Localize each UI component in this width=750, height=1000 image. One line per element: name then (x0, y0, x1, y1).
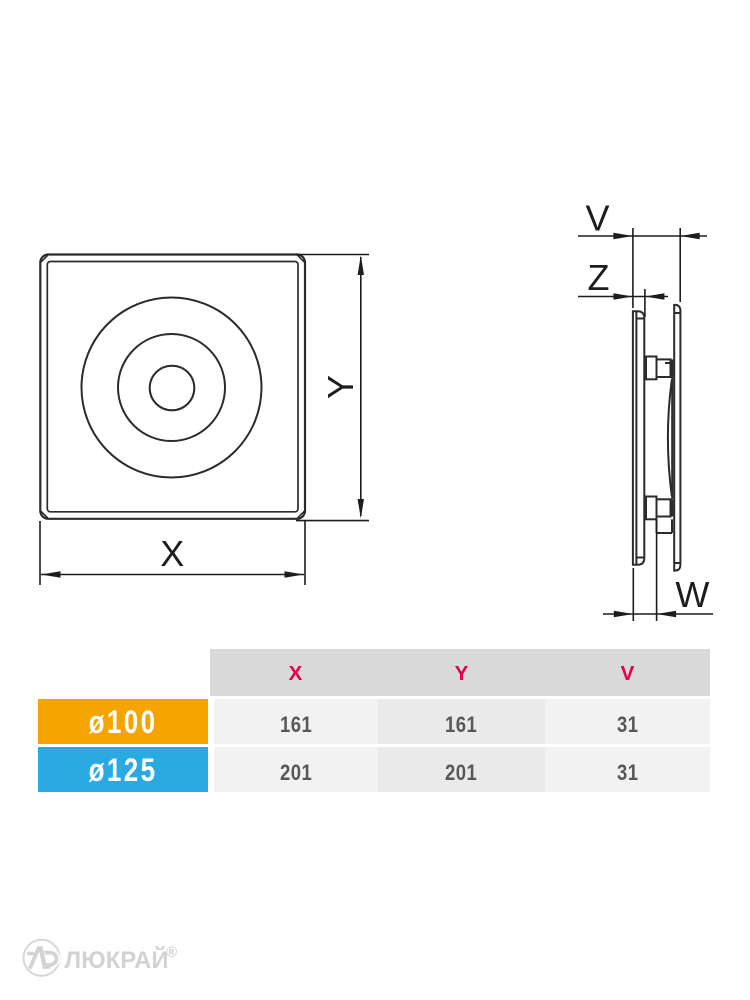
svg-text:X: X (160, 533, 184, 574)
svg-text:Y: Y (320, 375, 361, 399)
svg-text:W: W (675, 574, 709, 615)
svg-text:Z: Z (588, 257, 610, 298)
svg-text:ЛЮКРАЙ: ЛЮКРАЙ (65, 946, 169, 974)
svg-text:V: V (585, 198, 609, 239)
svg-text:®: ® (166, 944, 177, 961)
